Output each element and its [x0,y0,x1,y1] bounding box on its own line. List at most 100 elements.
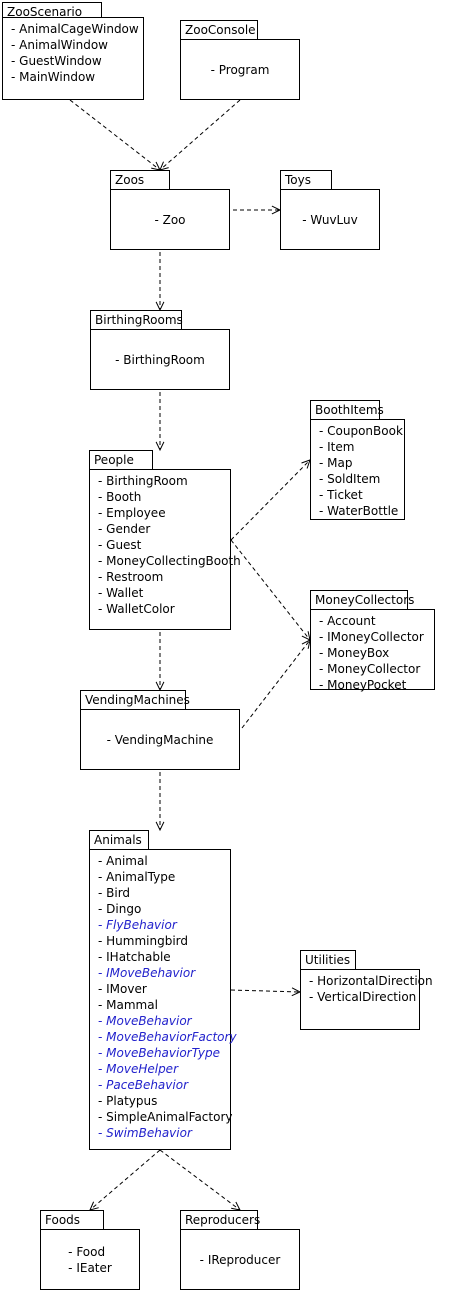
package-item: - BirthingRoom [98,474,188,488]
package-item: - VerticalDirection [309,990,417,1004]
package-item: - GuestWindow [11,54,102,68]
package-boothitems: BoothItems - CouponBook - Item - Map - SoldI… [310,400,405,520]
package-items: - CouponBook - Item - Map - SoldItem - Ticke… [311,420,404,519]
package-vendingmachines: VendingMachines- VendingMachine [80,690,240,770]
package-zooconsole: ZooConsole - Program [180,20,300,100]
package-toys: Toys - WuvLuv [280,170,380,250]
package-item: - IEater [68,1260,112,1275]
package-item: - MoneyPocket [319,678,407,692]
package-item: - MoveHelper [98,1062,178,1076]
package-item: - Platypus [98,1094,158,1108]
package-name: ZooConsole [180,20,258,40]
package-item: - Hummingbird [98,934,188,948]
package-item: - Zoo [154,212,186,227]
package-item: - MoveBehaviorType [98,1046,220,1060]
package-item: - AnimalType [98,870,176,884]
package-item: - Dingo [98,902,142,916]
package-items: - Program [211,62,270,78]
package-body: - HorizontalDirection - VerticalDirection [300,969,433,1030]
package-item: - Bird [98,886,131,900]
package-items: - AnimalCageWindow - AnimalWindow - GuestW… [3,18,143,85]
package-item: - IMoneyCollector [319,630,424,644]
package-item: - FlyBehavior [98,918,177,932]
package-body: - Program [180,39,300,100]
package-items: - BirthingRoom- Booth- Employee- Gender-… [90,470,241,617]
dependency-people-moneycollectors [230,539,311,641]
package-item: - Restroom [98,570,164,584]
dependency-zooconsole-zoos [159,99,241,171]
package-item: - MoneyCollector [319,662,421,676]
package-items: - Animal - AnimalType - Bird - Dingo - FlyBe… [90,850,237,1141]
package-item: - Ticket [319,488,363,502]
package-items: - IReproducer [200,1252,281,1268]
package-name: Zoos [110,170,170,190]
package-name: People [89,450,153,470]
package-items: - Account- IMoneyCollector- MoneyBox- Mo… [311,610,434,693]
package-item: - VendingMachine [106,732,214,747]
arrowhead-vendingmachines-animals [155,821,165,832]
package-items: - WuvLuv [302,212,357,228]
package-body: - Animal - AnimalType - Bird - Dingo - FlyBe… [89,849,237,1150]
package-items: - HorizontalDirection - VerticalDirection [301,970,433,1005]
package-item: - BirthingRoom [115,352,205,367]
package-name: BirthingRooms [90,310,183,330]
package-item: - Animal [98,854,148,868]
dependency-vendingmachines-moneycollectors [241,639,311,729]
package-animals: Animals - Animal - AnimalType - Bird - Dingo… [89,830,237,1150]
package-item: - CouponBook [319,424,403,438]
package-item: - SimpleAnimalFactory [98,1110,233,1124]
package-item: - SoldItem [319,472,381,486]
package-item: - Employee [98,506,166,520]
package-name: MoneyCollectors [310,590,414,610]
package-body: - AnimalCageWindow - AnimalWindow - GuestW… [2,17,144,100]
package-item: - AnimalCageWindow [11,22,139,36]
package-zooscenario: ZooScenario- AnimalCageWindow- AnimalWin… [2,2,144,100]
package-moneycollectors: MoneyCollectors - Account - IMoneyCollecto… [310,590,435,693]
package-utilities: Utilities - HorizontalDirection - Vertical… [300,950,433,1030]
package-body: - BirthingRoom [90,329,230,390]
package-name: BoothItems [310,400,384,420]
arrowhead-birthingrooms-people [155,441,165,452]
package-item: - IMover [98,982,147,996]
package-item: - Item [319,440,355,454]
package-people: People- BirthingRoom- Booth- Employee- G… [89,450,241,630]
package-item: - Guest [98,538,142,552]
package-item: - IMoveBehavior [98,966,196,980]
package-item: - Wallet [98,586,144,600]
package-body: - VendingMachine [80,709,240,770]
package-item: - AnimalWindow [11,38,108,52]
dependency-animals-reproducers [159,1149,241,1211]
package-item: - WalletColor [98,602,175,616]
package-item: - PaceBehavior [98,1078,188,1092]
package-item: - MainWindow [11,70,96,84]
package-item: - WaterBottle [319,504,399,518]
package-name: Toys [280,170,332,190]
package-item: - IHatchable [98,950,171,964]
package-item: - Account [319,614,376,628]
package-name: Animals [89,830,149,850]
package-items: - BirthingRoom [115,352,205,368]
package-item: - WuvLuv [302,212,358,227]
package-name: Reproducers [180,1210,260,1230]
package-body: - Zoo [110,189,230,250]
package-birthingrooms: BirthingRooms - BirthingRoom [90,310,230,390]
package-name: Utilities [300,950,356,970]
package-item: - Map [319,456,353,470]
package-item: - IReproducer [199,1252,281,1267]
package-item: - MoneyCollectingBooth [98,554,241,568]
dependency-people-boothitems [230,459,311,541]
package-item: - HorizontalDirection [309,974,433,988]
package-item: - Mammal [98,998,158,1012]
dependency-animals-foods [89,1149,161,1211]
package-body: - Food- IEater [40,1229,140,1290]
package-body: - WuvLuv [280,189,380,250]
package-foods: Foods- Food- IEater [40,1210,140,1290]
package-item: - Program [210,62,270,77]
package-item: - SwimBehavior [98,1126,192,1140]
dependency-zooscenario-zoos [69,99,161,171]
package-body: - CouponBook - Item - Map - SoldItem - Ticke… [310,419,405,520]
package-name: Foods [40,1210,104,1230]
package-items: - VendingMachine [107,732,214,748]
package-items: - Zoo [154,212,185,228]
package-zoos: Zoos - Zoo [110,170,230,250]
